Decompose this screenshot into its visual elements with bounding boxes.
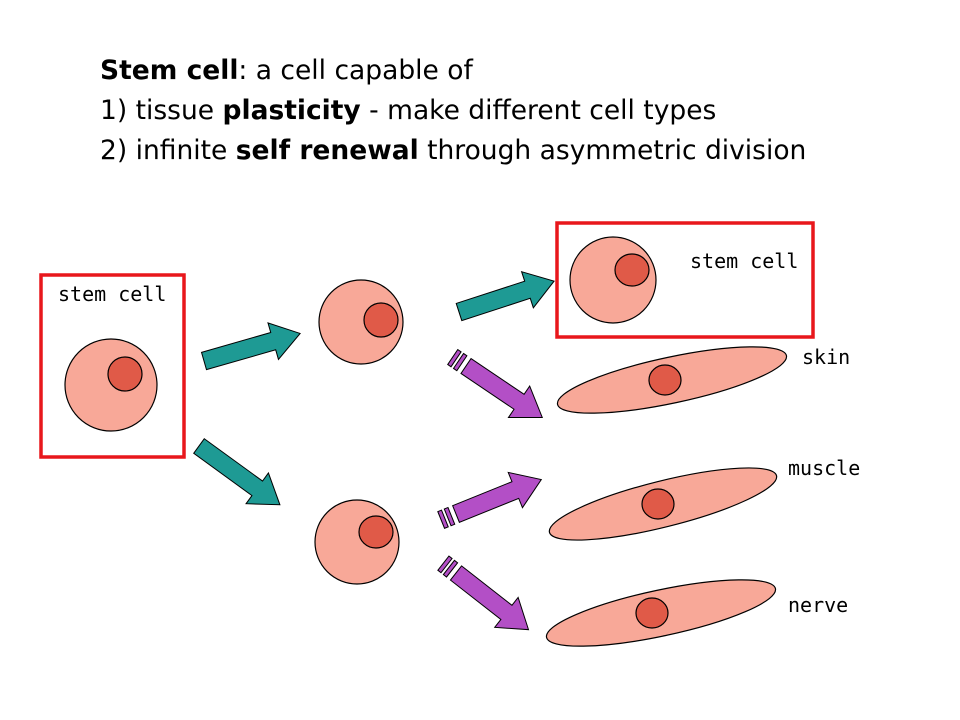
daughter-cell-upper xyxy=(318,279,404,365)
muscle-cell xyxy=(548,467,778,541)
teal-arrow-to-stem-cell xyxy=(452,262,561,331)
left-stem-cell-label: stem cell xyxy=(58,282,166,306)
muscle-label: muscle xyxy=(788,456,860,480)
line1-prefix: 1) tissue xyxy=(100,95,223,126)
top-stem-cell-label: stem cell xyxy=(690,249,798,273)
property-plasticity-line: 1) tissue plasticity - make different ce… xyxy=(100,91,806,131)
purple-arrow-to-nerve xyxy=(437,555,541,646)
line2-prefix: 2) infinite xyxy=(100,135,236,166)
term-stem-cell: Stem cell xyxy=(100,55,239,86)
skin-label: skin xyxy=(802,345,850,369)
nerve-cell xyxy=(545,579,777,647)
left-stem-cell-box xyxy=(39,273,186,459)
line2-suffix: through asymmetric division xyxy=(418,135,807,166)
property-self-renewal-line: 2) infinite self renewal through asymmet… xyxy=(100,131,806,171)
nerve-label: nerve xyxy=(788,593,848,617)
term-plasticity: plasticity xyxy=(222,95,361,126)
top-stem-cell-box xyxy=(555,221,815,339)
definition-text: Stem cell: a cell capable of 1) tissue p… xyxy=(100,51,806,171)
left-stem-cell xyxy=(64,338,158,432)
renewed-stem-cell xyxy=(569,236,657,324)
definition-phrase: : a cell capable of xyxy=(238,55,473,86)
teal-arrow-to-lower xyxy=(187,430,292,521)
daughter-cell-lower xyxy=(314,499,400,585)
purple-arrow-to-skin xyxy=(447,348,554,434)
skin-cell xyxy=(556,346,788,414)
line1-suffix: - make different cell types xyxy=(360,95,717,126)
term-self-renewal: self renewal xyxy=(235,135,419,166)
definition-line: Stem cell: a cell capable of xyxy=(100,51,806,91)
purple-arrow-to-muscle xyxy=(437,461,549,533)
teal-arrow-to-upper xyxy=(198,314,306,380)
